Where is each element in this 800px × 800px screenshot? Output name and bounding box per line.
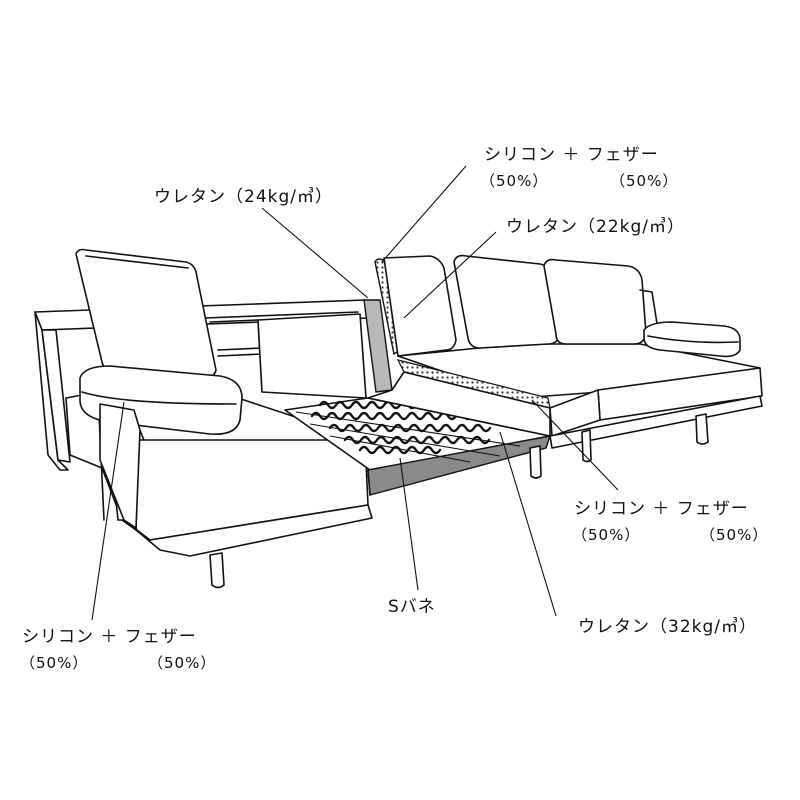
left-back-cushion (75, 248, 217, 378)
left-fill-left-pct: （50%） (20, 654, 88, 672)
label-urethane-22: ウレタン（22kg/㎥） (506, 217, 685, 237)
right-seat (367, 343, 763, 479)
section-back-cushion (363, 255, 457, 393)
right-fill-right-pct: （50%） (700, 526, 768, 544)
label-urethane-24: ウレタン（24kg/㎥） (154, 187, 333, 207)
label-left-fill: シリコン ＋ フェザー （50%） （50%） (20, 627, 216, 672)
left-fill-right-pct: （50%） (148, 654, 216, 672)
leader-lines (91, 165, 619, 621)
right-fill-left-pct: （50%） (572, 526, 640, 544)
s-spring-5 (358, 445, 442, 455)
s-spring-3 (328, 423, 492, 433)
right-armrest-pillow (643, 321, 741, 358)
top-right-fill-right-pct: （50%） (610, 172, 678, 190)
label-urethane-32: ウレタン（32kg/㎥） (578, 617, 757, 637)
left-armrest-pillow (79, 365, 243, 529)
right-fill-main: シリコン ＋ フェザー (574, 499, 749, 519)
right-back-cushions (453, 254, 659, 349)
label-s-spring: Sバネ (388, 597, 436, 617)
top-right-fill-main: シリコン ＋ フェザー (484, 145, 659, 165)
label-right-fill: シリコン ＋ フェザー （50%） （50%） (572, 499, 768, 544)
top-right-fill-left-pct: （50%） (480, 172, 548, 190)
label-top-right-fill: シリコン ＋ フェザー （50%） （50%） (480, 145, 678, 190)
left-fill-main: シリコン ＋ フェザー (22, 627, 197, 647)
s-spring-4 (343, 435, 491, 445)
